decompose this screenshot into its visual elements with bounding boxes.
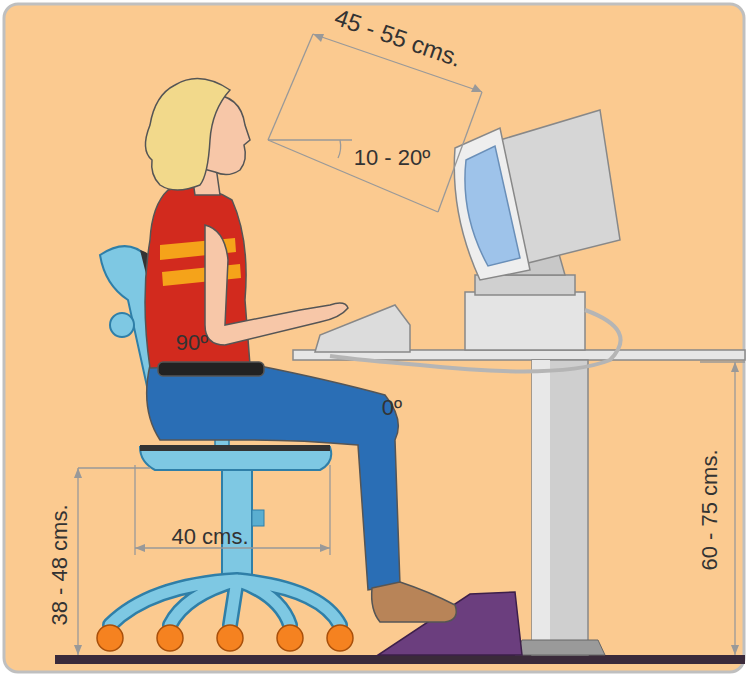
angle-dimension: 10 - 20º <box>354 147 431 169</box>
width-dimension: 40 cms. <box>171 526 248 548</box>
dimension-arrowheads <box>74 34 739 655</box>
dimension-lines <box>78 34 745 655</box>
angle-label: 0º <box>382 397 402 419</box>
angle-label: 90º <box>176 332 209 354</box>
background-panel <box>4 4 744 672</box>
height-dimension: 38 - 48 cms. <box>49 504 71 625</box>
floor-line <box>55 655 745 664</box>
seated-person <box>145 79 456 622</box>
height-dimension: 60 - 75 cms. <box>699 449 721 570</box>
